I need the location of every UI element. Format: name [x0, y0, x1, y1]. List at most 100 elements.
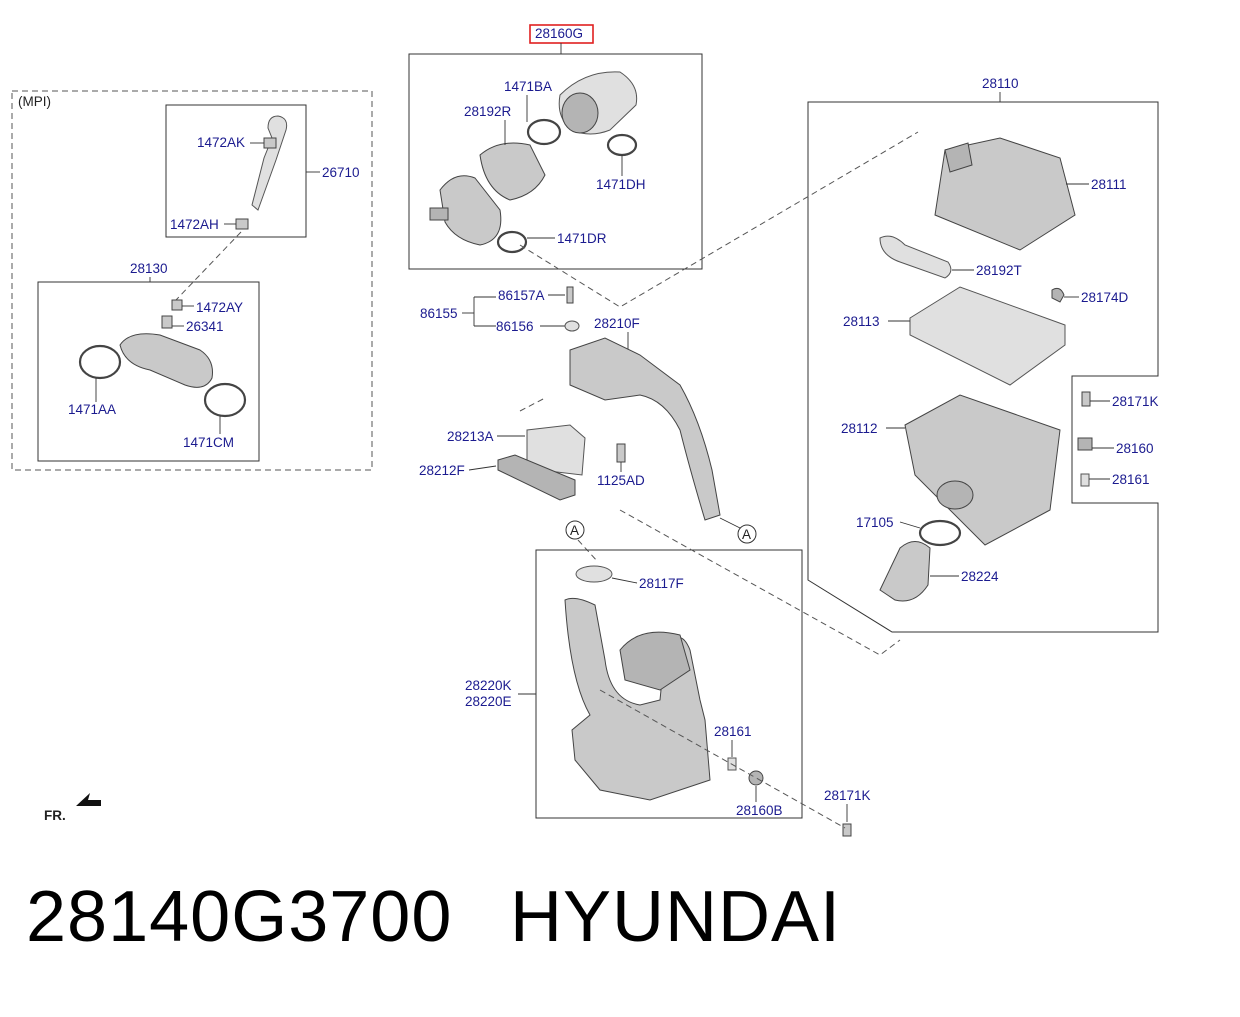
front-arrow-icon — [76, 793, 101, 806]
seal-28117f — [575, 565, 613, 583]
label-28171k-a: 28171K — [1112, 394, 1159, 409]
seal-17105 — [918, 519, 962, 547]
label-28161-b: 28161 — [714, 724, 752, 739]
label-26341: 26341 — [186, 319, 224, 334]
leader — [719, 517, 741, 529]
box-28110 — [807, 101, 1159, 633]
label-28212f: 28212F — [419, 463, 465, 478]
label-28113: 28113 — [843, 314, 880, 329]
filter-element — [909, 286, 1066, 386]
label-86155: 86155 — [420, 306, 458, 321]
label-28160: 28160 — [1116, 441, 1154, 456]
brand-name: HYUNDAI — [510, 877, 842, 957]
leader — [468, 465, 497, 471]
grommet-28160b — [748, 770, 764, 786]
label-28161-a: 28161 — [1112, 472, 1150, 487]
nipple-26341 — [161, 315, 173, 329]
ref-circle-a2 — [737, 524, 757, 544]
box-28220k — [535, 549, 803, 819]
dash-link-bottom — [619, 509, 901, 656]
label-28160b: 28160B — [736, 803, 783, 818]
clamp-1471cm — [203, 382, 247, 418]
label-28213a: 28213A — [447, 429, 494, 444]
grommet-28160 — [1077, 437, 1093, 451]
bracket-28212f — [497, 454, 576, 501]
label-28171k-b: 28171K — [824, 788, 871, 803]
bolt-86157a — [566, 286, 574, 304]
breather-hose — [251, 115, 288, 211]
dash-link — [175, 231, 242, 301]
body-outlet — [936, 480, 974, 510]
label-28160g: 28160G — [535, 26, 583, 41]
resonator-end — [561, 92, 599, 134]
highlight-28160g — [529, 24, 594, 44]
label-1471dr: 1471DR — [557, 231, 607, 246]
washer-86156 — [564, 320, 580, 332]
clamp-1471dh — [606, 133, 638, 157]
bolt-28171k-b — [842, 823, 852, 837]
dash-link-top — [519, 131, 919, 308]
resonator-inlet — [619, 631, 691, 691]
clamp-1471ba — [526, 118, 562, 146]
part-number: 28140G3700 — [26, 877, 453, 957]
clip-1472ay — [171, 299, 183, 311]
box-28130 — [37, 281, 260, 462]
leader — [899, 521, 921, 529]
label-1472ak: 1472AK — [197, 135, 245, 150]
label-28220e: 28220E — [465, 694, 512, 709]
dash-link — [599, 689, 846, 829]
intake-duct-28210f — [569, 337, 721, 521]
air-hose-28130 — [119, 333, 213, 388]
label-28112: 28112 — [841, 421, 878, 436]
label-1472ay: 1472AY — [196, 300, 243, 315]
bolt-28171k — [1081, 391, 1091, 407]
label-28192t: 28192T — [976, 263, 1022, 278]
resonator-28220k — [564, 597, 711, 801]
air-cleaner-body — [904, 394, 1061, 546]
clip-1472ak — [263, 137, 277, 149]
port — [429, 207, 449, 221]
label-28210f: 28210F — [594, 316, 640, 331]
parts-diagram: (MPI) 1472AK 26710 1472AH 28130 1472AY 2… — [11, 24, 1159, 837]
clip-1472ah — [235, 218, 249, 230]
mpi-group-box — [11, 90, 373, 471]
ref-circle-a1 — [565, 520, 585, 540]
ref-label-a1: A — [570, 523, 579, 538]
footer: 28140G3700 HYUNDAI — [0, 850, 1240, 1017]
label-28117f: 28117F — [639, 576, 684, 591]
label-28174d: 28174D — [1081, 290, 1129, 305]
pin-28161 — [1080, 473, 1090, 487]
label-1472ah: 1472AH — [170, 217, 219, 232]
label-28130: 28130 — [130, 261, 168, 276]
duct-28224 — [879, 541, 931, 602]
ref-label-a2: A — [742, 527, 751, 542]
dash-link — [519, 397, 546, 412]
cover-inlet — [944, 142, 973, 173]
clip-28174d — [1051, 287, 1065, 303]
box-26710 — [165, 104, 307, 238]
clamp-1471dr — [496, 230, 528, 254]
label-1471cm: 1471CM — [183, 435, 234, 450]
bellows-28192r — [479, 142, 546, 201]
label-1471ba: 1471BA — [504, 79, 552, 94]
front-label: FR. — [44, 808, 66, 823]
label-1471aa: 1471AA — [68, 402, 116, 417]
bolt-1125ad — [616, 443, 626, 463]
label-1471dh: 1471DH — [596, 177, 646, 192]
label-86157a: 86157A — [498, 288, 545, 303]
dash-link — [577, 539, 599, 563]
label-17105: 17105 — [856, 515, 894, 530]
label-28111: 28111 — [1091, 177, 1127, 192]
label-28110: 28110 — [982, 76, 1019, 91]
label-86156: 86156 — [496, 319, 534, 334]
label-28220k: 28220K — [465, 678, 512, 693]
mpi-label: (MPI) — [18, 94, 51, 109]
tube-28192t — [879, 235, 952, 279]
box-28160g — [408, 53, 703, 270]
diagram-canvas: (MPI) 1472AK 26710 1472AH 28130 1472AY 2… — [11, 24, 1159, 837]
label-1125ad: 1125AD — [597, 473, 645, 488]
label-26710: 26710 — [322, 165, 360, 180]
clamp-1471aa — [78, 344, 122, 380]
elbow-duct — [439, 175, 502, 246]
label-28192r: 28192R — [464, 104, 512, 119]
